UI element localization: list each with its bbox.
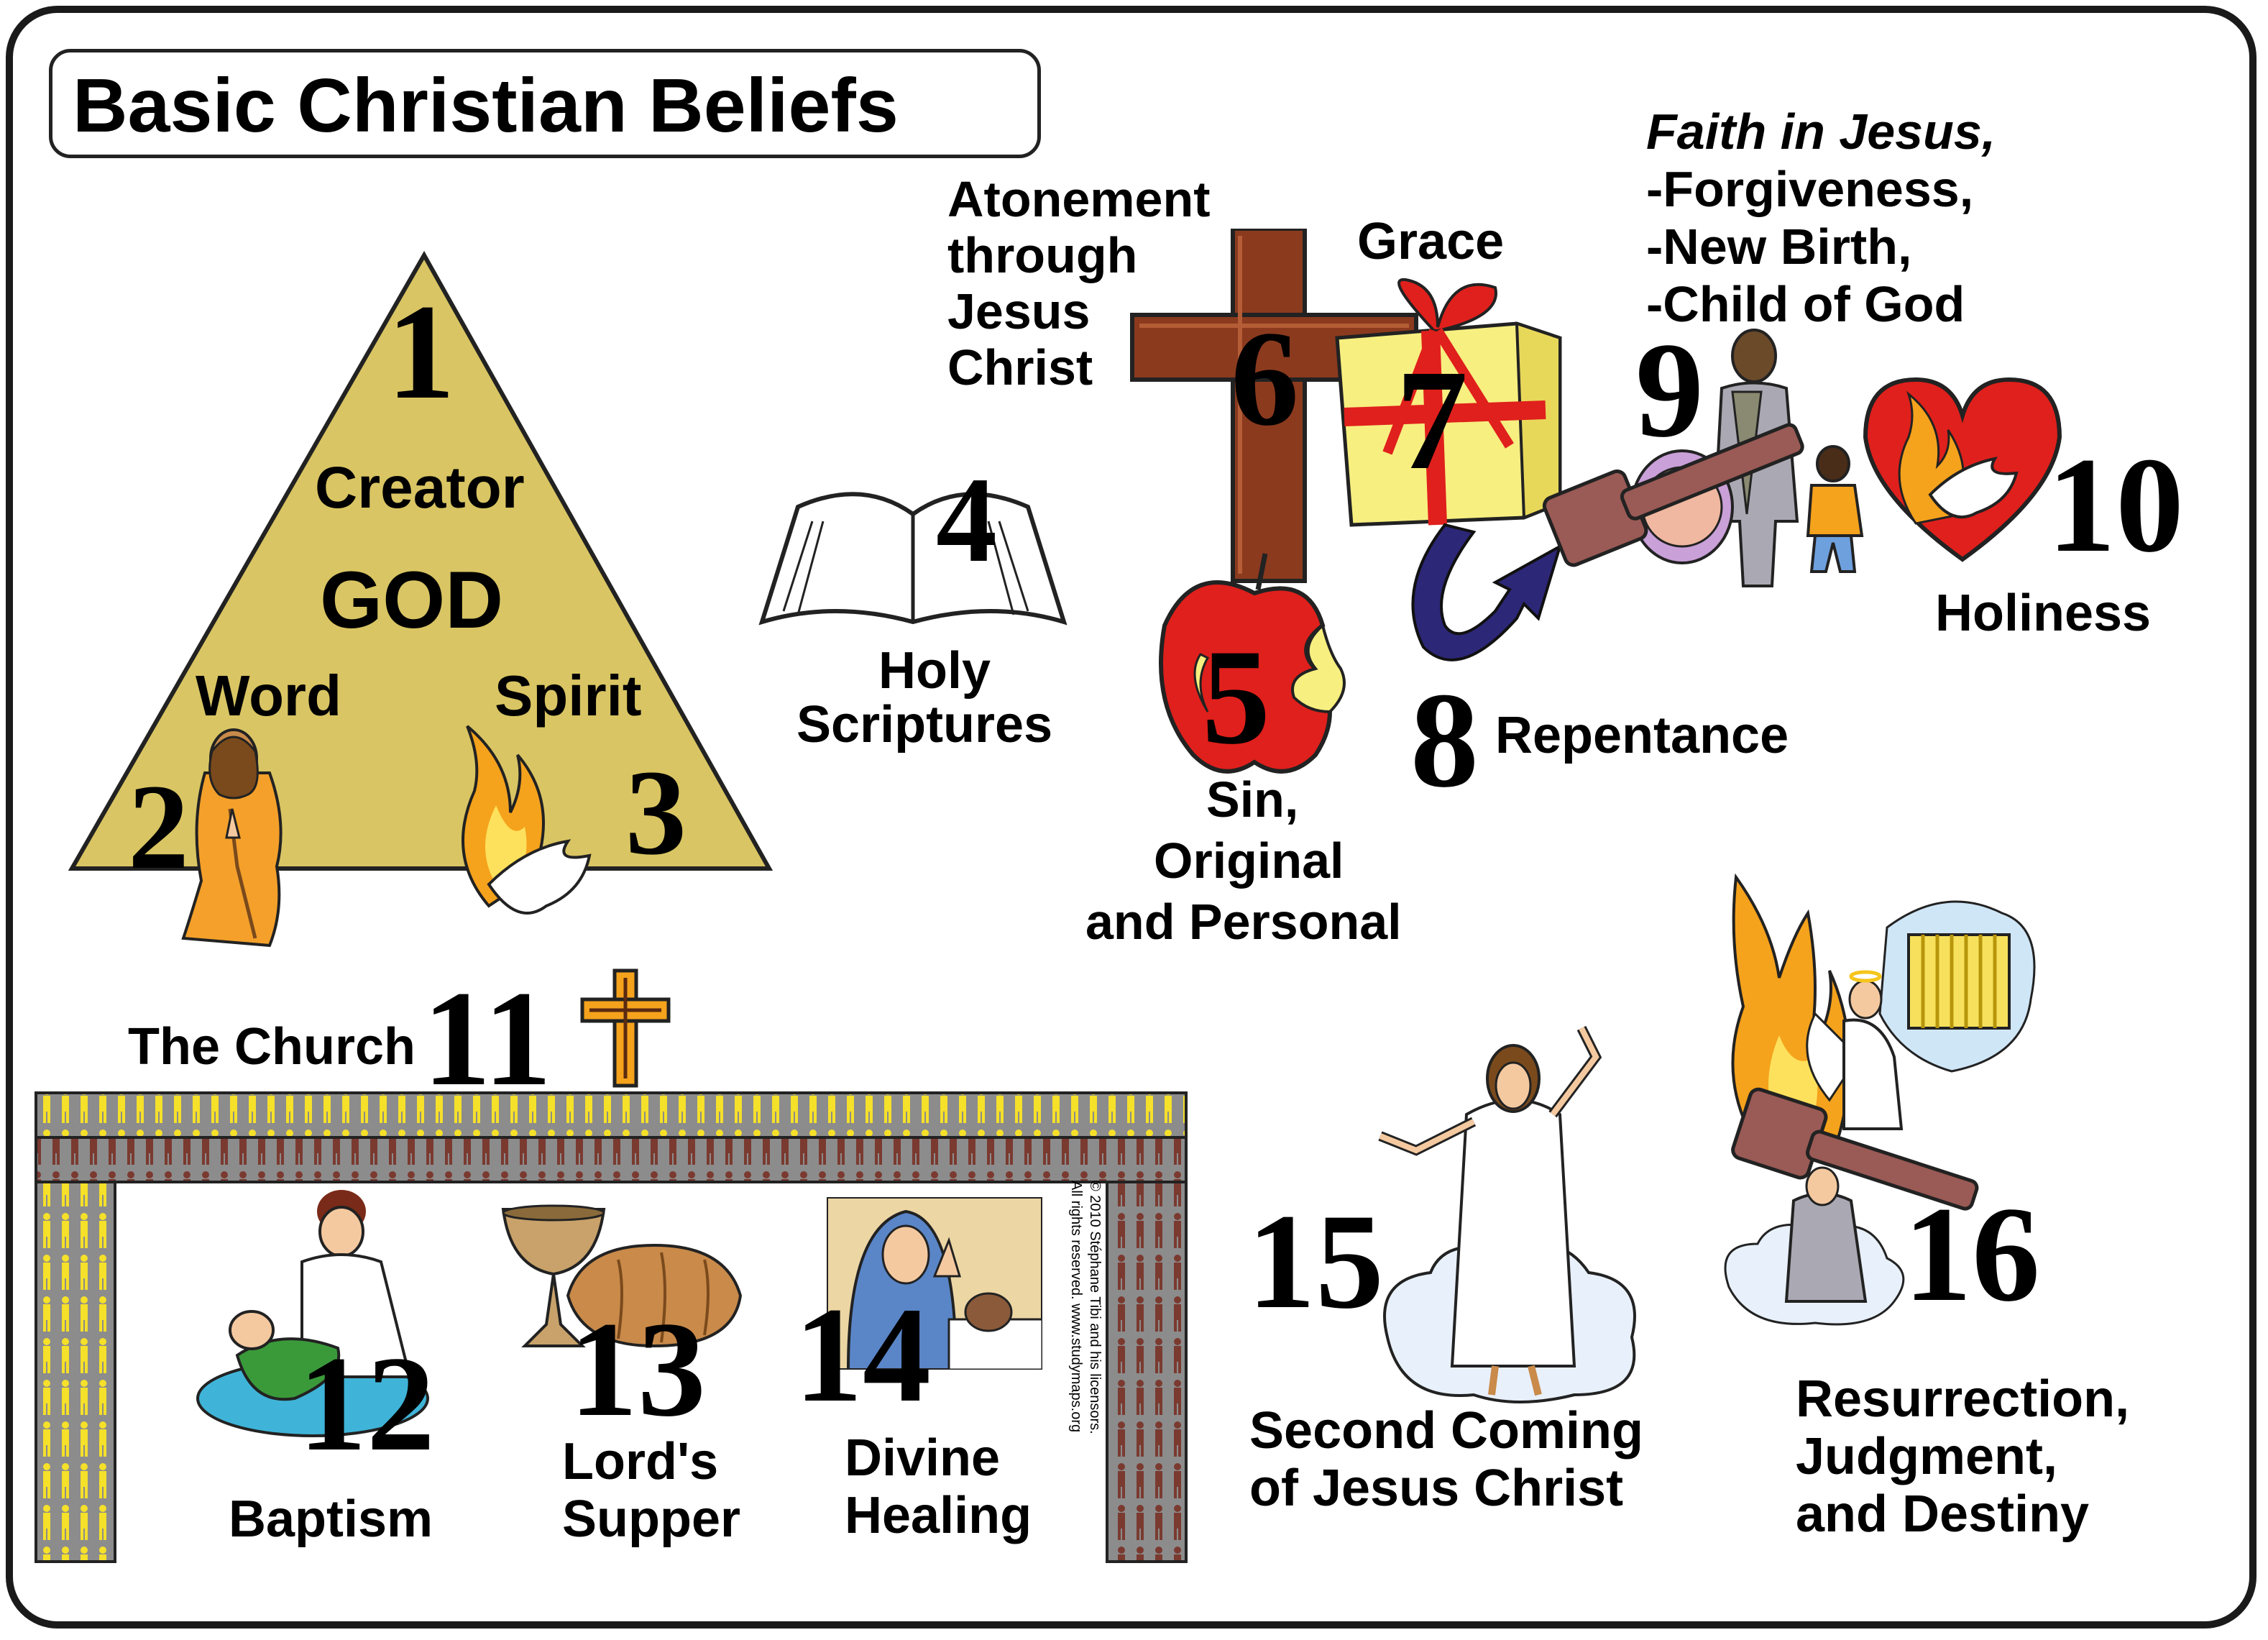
repentance-arrow-icon — [1411, 523, 1563, 661]
label-christ: Christ — [947, 339, 1093, 395]
outer-frame — [6, 6, 2256, 1628]
number-2: 2 — [128, 759, 189, 894]
spirit-dove-flame-icon — [462, 725, 592, 915]
label-spirit: Spirit — [495, 664, 642, 728]
copyright-line-2: All rights reserved. www.studymaps.org — [1068, 1181, 1084, 1433]
label-second-coming: Second Coming — [1249, 1402, 1644, 1460]
gift-box-icon — [1335, 278, 1562, 527]
number-7: 7 — [1396, 341, 1468, 500]
title-box: Basic Christian Beliefs — [49, 49, 1041, 158]
label-judgment: Judgment, — [1796, 1428, 2058, 1485]
label-lords: Lord's — [562, 1433, 719, 1490]
label-repentance: Repentance — [1495, 707, 1789, 764]
label-forgiveness: -Forgiveness, — [1646, 161, 1974, 217]
baptism-icon — [196, 1190, 429, 1437]
number-12: 12 — [298, 1329, 435, 1480]
number-1: 1 — [387, 277, 455, 428]
label-of-jesus-christ: of Jesus Christ — [1249, 1460, 1624, 1517]
number-5: 5 — [1202, 622, 1270, 773]
open-bible-icon — [758, 492, 1068, 626]
label-atonement: Atonement — [947, 171, 1211, 227]
church-cross-icon — [580, 968, 671, 1088]
number-4: 4 — [936, 452, 997, 587]
label-through: through — [947, 227, 1138, 283]
number-9: 9 — [1635, 315, 1704, 466]
label-scriptures: Scriptures — [796, 696, 1053, 753]
copyright-line-1: © 2010 Stéphane Tibi and his licensors. — [1087, 1181, 1103, 1434]
page-title: Basic Christian Beliefs — [73, 63, 899, 148]
label-sin: Sin, — [1206, 771, 1299, 828]
number-13: 13 — [569, 1294, 706, 1445]
cup-bread-icon — [501, 1204, 743, 1348]
faith-family-gavel-icon — [1542, 329, 1864, 587]
label-divine: Divine — [845, 1429, 1001, 1487]
healing-prayer-icon — [827, 1197, 1042, 1370]
label-faith-in-jesus: Faith in Jesus, — [1646, 104, 1996, 160]
label-baptism: Baptism — [229, 1490, 433, 1548]
label-the-church: The Church — [128, 1018, 416, 1076]
label-original: Original — [1154, 833, 1344, 889]
wooden-cross-icon — [1130, 229, 1418, 583]
resurrection-judgment-icon — [1724, 873, 2036, 1326]
label-and-personal: and Personal — [1085, 894, 1402, 950]
number-8: 8 — [1410, 665, 1479, 816]
label-child-of-god: -Child of God — [1646, 276, 1965, 332]
number-3: 3 — [625, 745, 687, 880]
label-jesus: Jesus — [947, 283, 1091, 339]
label-resurrection: Resurrection, — [1796, 1370, 2130, 1428]
copyright-notice: © 2010 Stéphane Tibi and his licensors. … — [1067, 1181, 1104, 1434]
label-god: GOD — [320, 555, 504, 645]
number-14: 14 — [794, 1280, 931, 1431]
label-grace: Grace — [1357, 213, 1505, 270]
number-10: 10 — [2047, 430, 2184, 581]
label-supper: Supper — [562, 1490, 741, 1548]
label-holy: Holy — [878, 642, 991, 700]
number-6: 6 — [1231, 303, 1299, 454]
number-11: 11 — [423, 963, 552, 1114]
second-coming-jesus-icon — [1378, 1025, 1636, 1403]
label-new-birth: -New Birth, — [1646, 219, 1912, 275]
praying-jesus-icon — [181, 728, 283, 948]
label-word: Word — [196, 664, 341, 728]
heart-flame-dove-icon — [1863, 377, 2062, 562]
label-healing: Healing — [845, 1487, 1032, 1544]
bitten-apple-icon — [1159, 553, 1346, 774]
number-15: 15 — [1247, 1186, 1384, 1337]
label-and-destiny: and Destiny — [1796, 1485, 2090, 1543]
label-holiness: Holiness — [1935, 585, 2152, 642]
label-creator: Creator — [315, 455, 525, 521]
number-16: 16 — [1904, 1179, 2040, 1330]
